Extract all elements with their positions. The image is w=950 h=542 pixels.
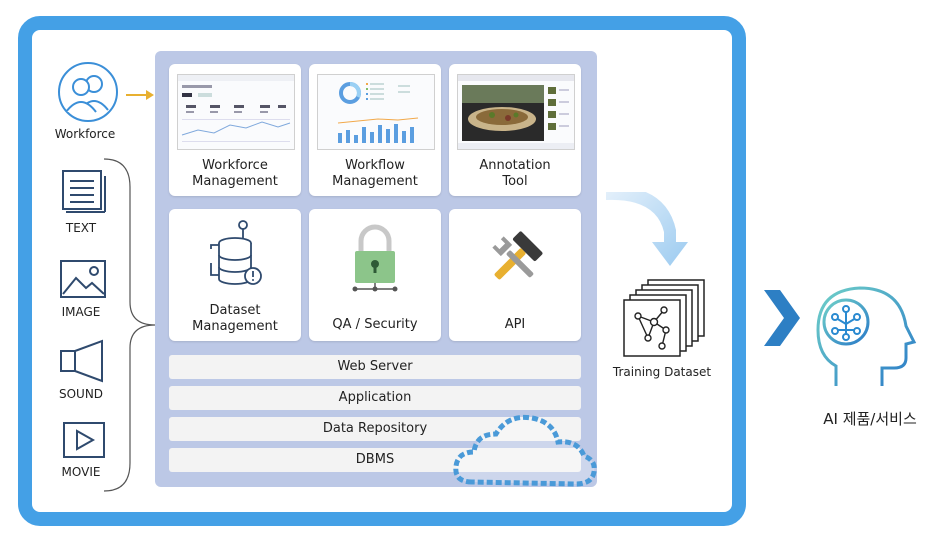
image-icon (60, 260, 106, 298)
workforce-icon (58, 62, 118, 122)
module-label: API (504, 317, 526, 332)
module-label: Workflow Management (332, 158, 418, 189)
workflow-chart-thumbnail (317, 74, 435, 150)
speaker-icon (60, 339, 103, 383)
input-label-movie: MOVIE (61, 465, 101, 479)
module-workforce-management[interactable]: Workforce Management (169, 64, 301, 196)
play-icon (63, 422, 105, 458)
training-dataset-icon (623, 279, 705, 357)
layer-application: Application (169, 386, 581, 410)
input-label-image: IMAGE (61, 305, 101, 319)
module-qa-security[interactable]: QA / Security (309, 209, 441, 341)
training-dataset-label: Training Dataset (612, 365, 712, 379)
workforce-dashboard-thumbnail (177, 74, 295, 150)
module-label: QA / Security (332, 317, 418, 332)
module-label: Dataset Management (192, 303, 278, 334)
padlock-icon (352, 224, 398, 292)
curved-arrow-icon (606, 192, 688, 266)
layer-web-server: Web Server (169, 355, 581, 379)
input-label-text: TEXT (65, 221, 97, 235)
text-document-icon (62, 170, 106, 213)
module-annotation-tool[interactable]: Annotation Tool (449, 64, 581, 196)
workforce-label: Workforce (54, 127, 116, 141)
ai-brain-head-icon (816, 286, 917, 386)
module-workflow-management[interactable]: Workflow Management (309, 64, 441, 196)
input-bracket (103, 158, 156, 492)
chevron-right-icon (764, 290, 800, 346)
module-label: Annotation Tool (479, 158, 551, 189)
module-api[interactable]: API (449, 209, 581, 341)
module-dataset-management[interactable]: Dataset Management (169, 209, 301, 341)
arrow-to-panel-icon (126, 90, 154, 100)
annotation-tool-thumbnail (457, 74, 575, 150)
cloud-icon (453, 414, 597, 487)
module-label: Workforce Management (192, 158, 278, 189)
database-icon (210, 220, 262, 285)
layer-dbms: DBMS (169, 448, 581, 472)
layer-data-repository: Data Repository (169, 417, 581, 441)
tools-icon (492, 231, 543, 280)
ai-product-label: AI 제품/서비스 (823, 410, 917, 428)
input-label-sound: SOUND (58, 387, 104, 401)
